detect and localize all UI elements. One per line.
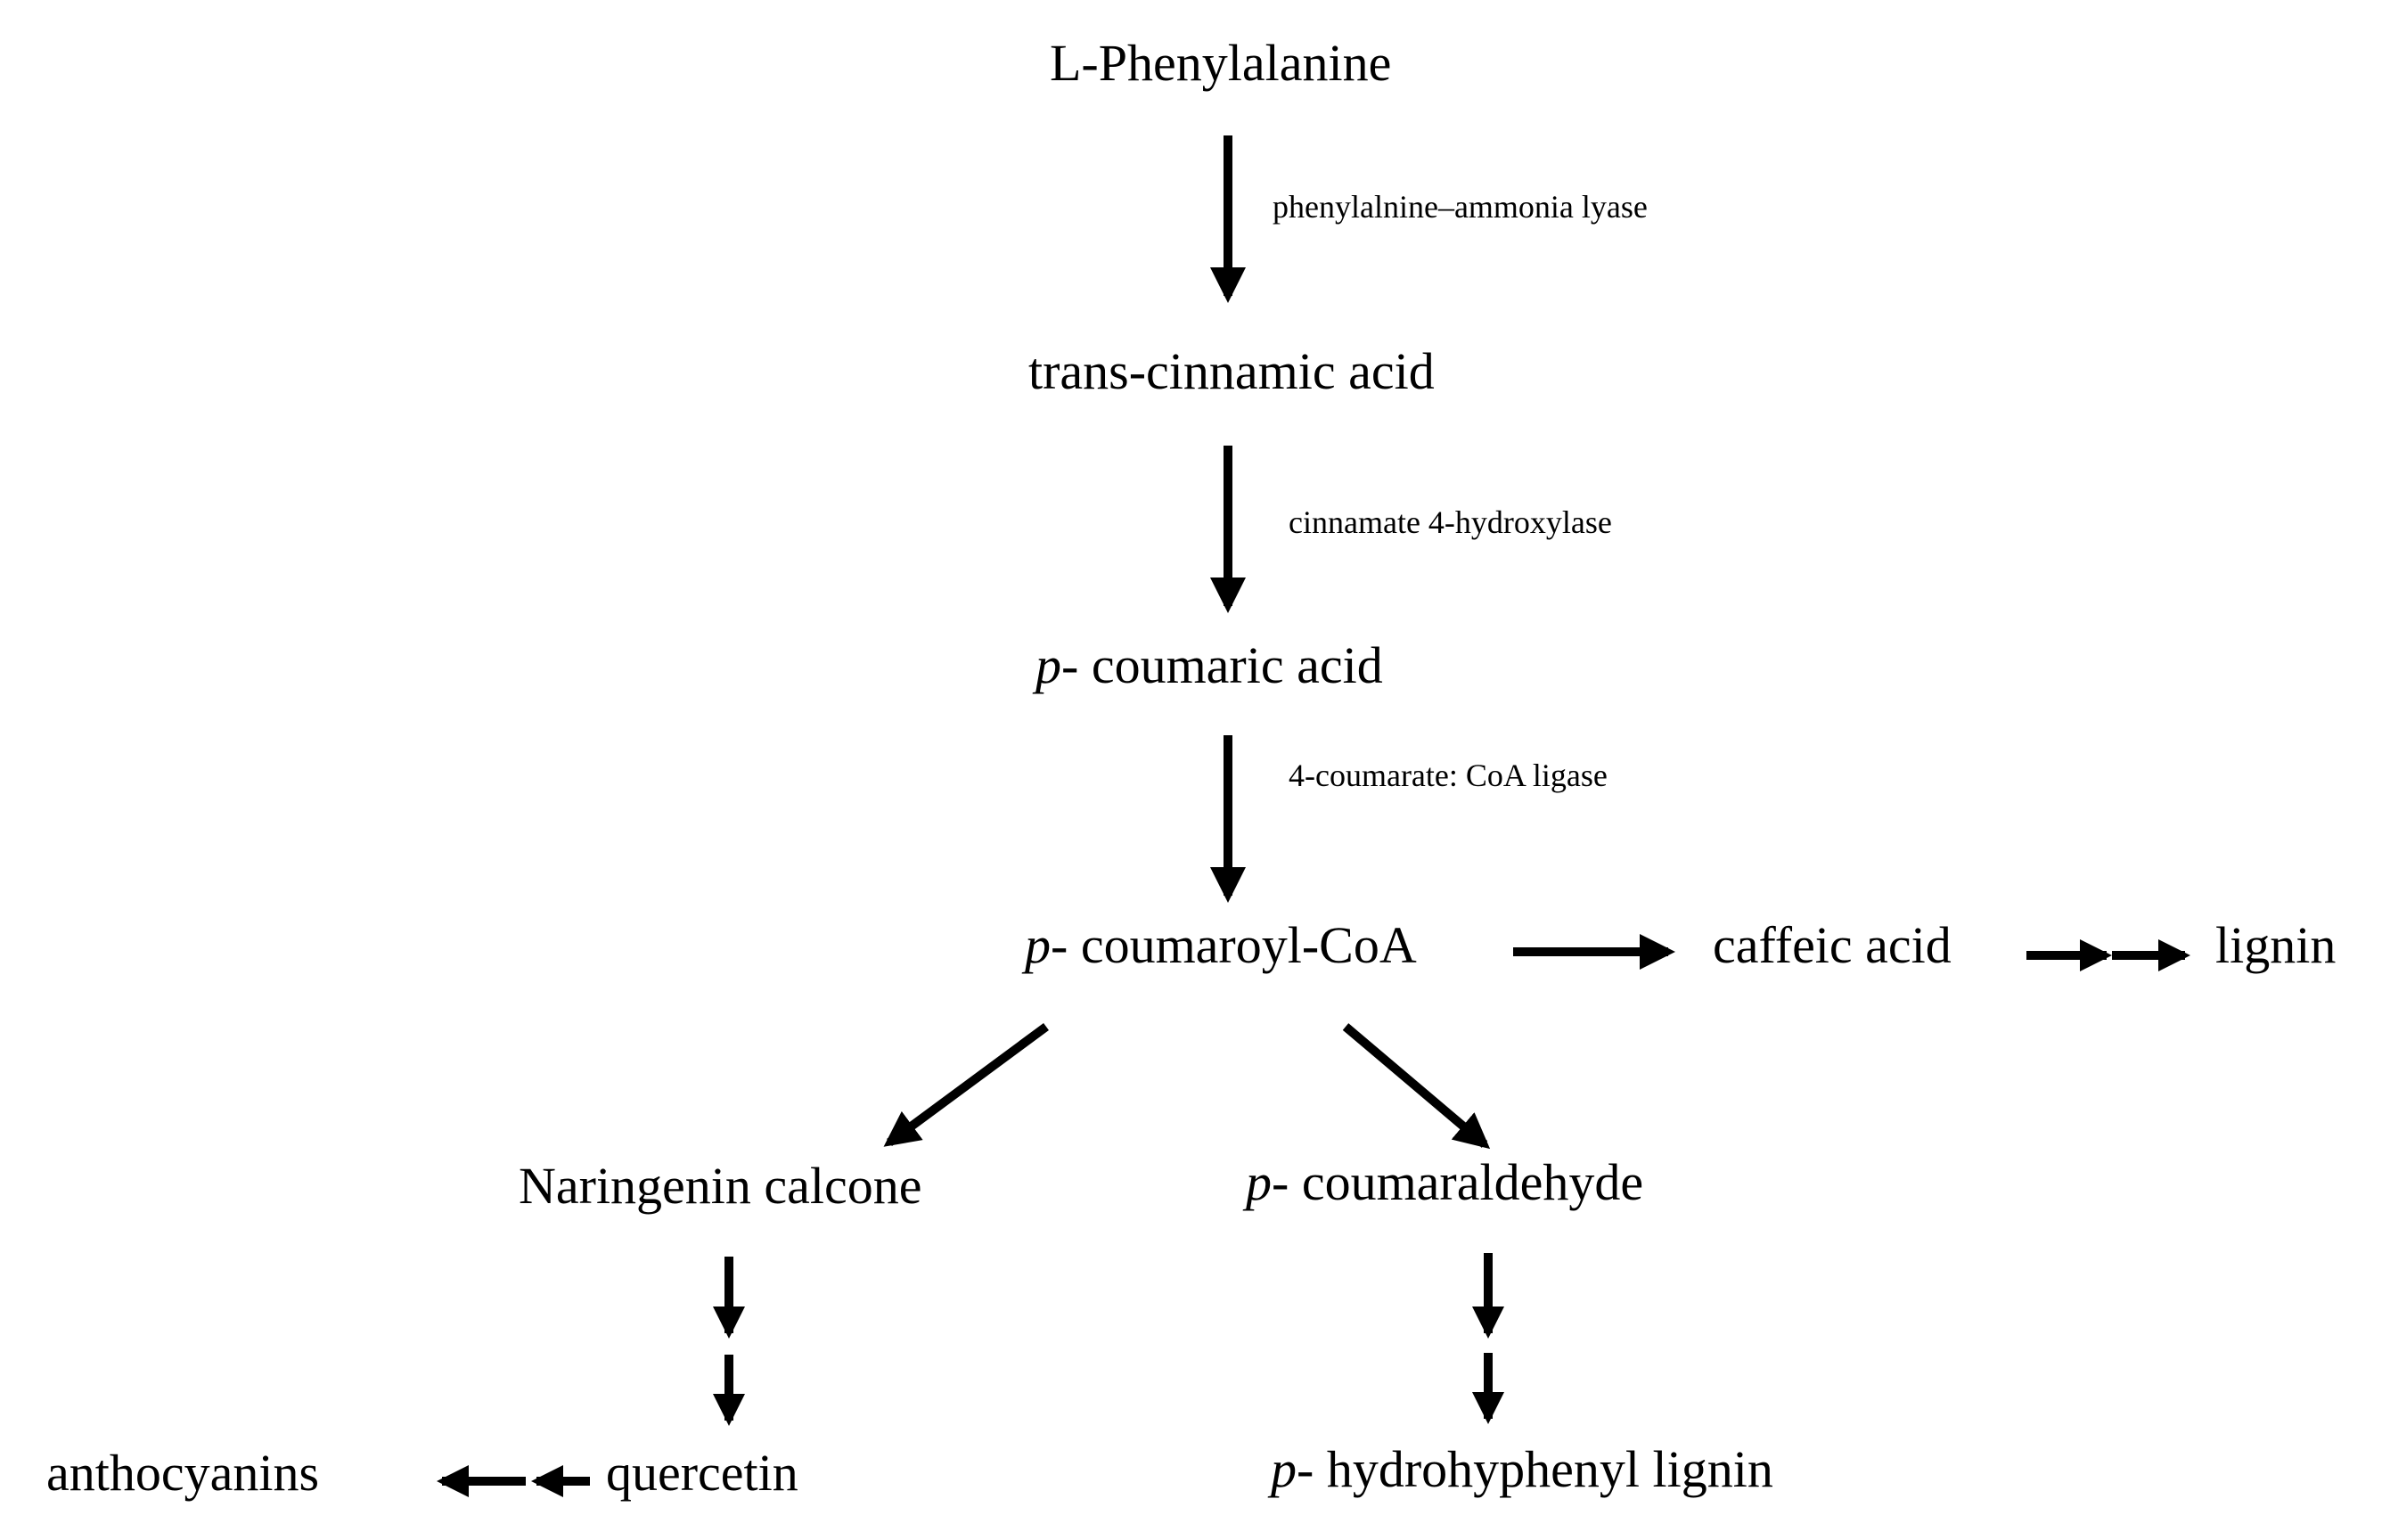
enzyme-label: phenylalnine–ammonia lyase: [1273, 189, 1648, 225]
node-p-coumaraldehyde: p- coumaraldehyde: [1246, 1157, 1643, 1208]
prefix: p-: [1271, 1440, 1314, 1498]
node-label: L-Phenylalanine: [1050, 34, 1392, 92]
node-caffeic-acid: caffeic acid: [1713, 920, 1952, 971]
arrow-coumaroyl-to-naringenin: [883, 1022, 1049, 1147]
node-l-phenylalanine: L-Phenylalanine: [1050, 37, 1391, 89]
node-label: caffeic acid: [1713, 916, 1952, 974]
node-label: anthocyanins: [46, 1444, 320, 1502]
node-naringenin-calcone: Naringenin calcone: [519, 1160, 922, 1212]
prefix: p-: [1246, 1153, 1289, 1211]
node-label: quercetin: [606, 1444, 798, 1502]
node-label: coumaric acid: [1091, 636, 1383, 694]
node-p-hydrohyphenyl-lignin: p- hydrohyphenyl lignin: [1271, 1444, 1773, 1495]
node-label: Naringenin calcone: [519, 1157, 922, 1215]
node-label: trans-cinnamic acid: [1028, 342, 1435, 400]
arrow-coumaroyl-to-coumaraldehyde: [1342, 1023, 1491, 1150]
enzyme-label: cinnamate 4-hydroxylase: [1289, 504, 1612, 540]
node-label: coumaraldehyde: [1301, 1153, 1644, 1211]
node-p-coumaroyl-coa: p- coumaroyl-CoA: [1025, 920, 1417, 971]
enzyme-4cl: 4-coumarate: CoA ligase: [1289, 759, 1608, 791]
enzyme-label: 4-coumarate: CoA ligase: [1289, 758, 1608, 793]
node-lignin: lignin: [2215, 920, 2336, 971]
enzyme-c4h: cinnamate 4-hydroxylase: [1289, 506, 1612, 538]
node-label: hydrohyphenyl lignin: [1326, 1440, 1773, 1498]
enzyme-pal: phenylalnine–ammonia lyase: [1273, 191, 1648, 223]
prefix: p-: [1025, 916, 1068, 974]
node-trans-cinnamic-acid: trans-cinnamic acid: [1028, 346, 1435, 397]
node-anthocyanins: anthocyanins: [46, 1447, 319, 1499]
node-label: lignin: [2215, 916, 2337, 974]
prefix: p-: [1035, 636, 1079, 694]
node-p-coumaric-acid: p- coumaric acid: [1035, 640, 1383, 692]
node-label: coumaroyl-CoA: [1080, 916, 1417, 974]
node-quercetin: quercetin: [606, 1447, 798, 1499]
